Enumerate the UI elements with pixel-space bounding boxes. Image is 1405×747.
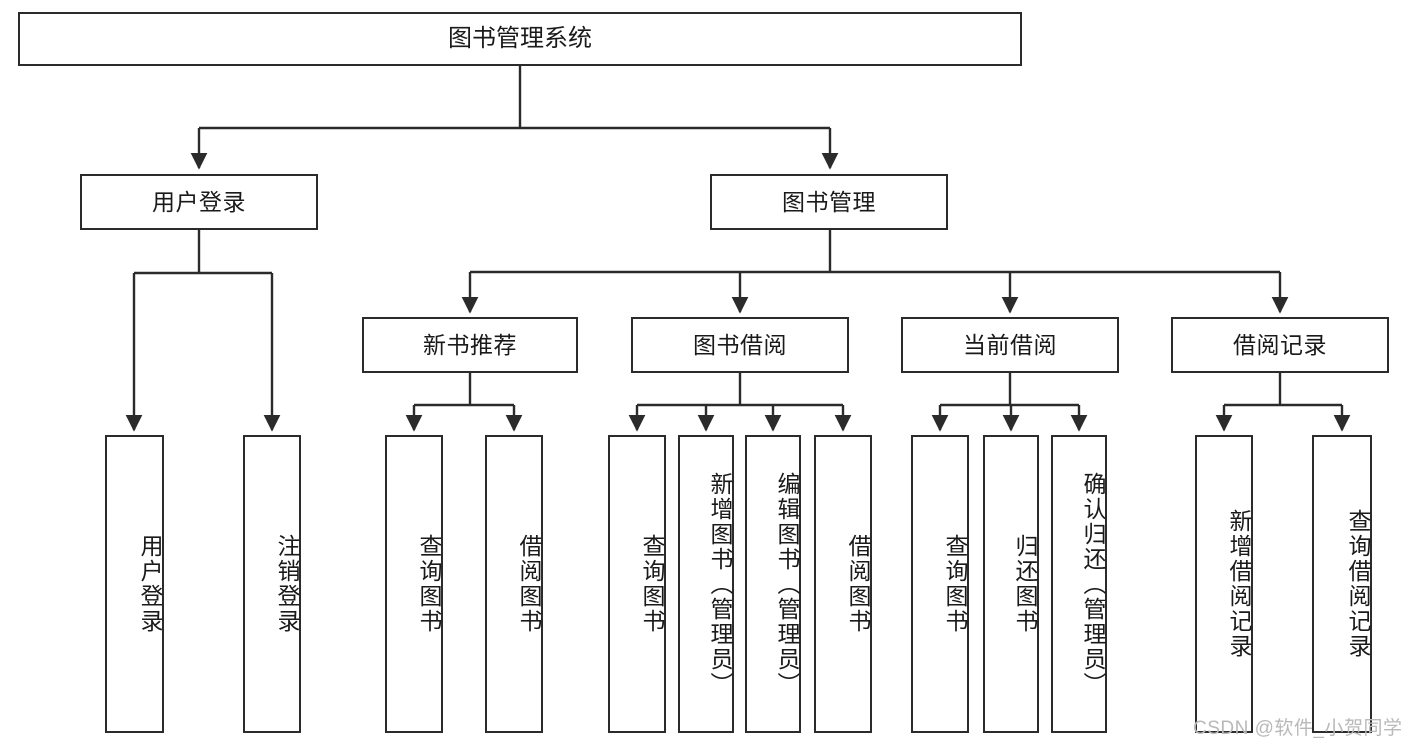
node-current-borrow-label: 当前借阅 <box>963 331 1057 358</box>
node-leaf-return-book[interactable]: 归还图书 <box>983 435 1039 733</box>
node-root[interactable]: 图书管理系统 <box>18 12 1022 66</box>
node-leaf-edit-book[interactable]: 编辑图书（管理员） <box>745 435 801 733</box>
node-book-manage-label: 图书管理 <box>782 188 876 215</box>
node-leaf-user-login[interactable]: 用户登录 <box>105 435 164 733</box>
node-leaf-query-book-2-label: 查询图书 <box>639 534 665 634</box>
node-leaf-borrow-book-2[interactable]: 借阅图书 <box>814 435 872 733</box>
node-leaf-query-book-3[interactable]: 查询图书 <box>911 435 969 733</box>
node-book-borrow-label: 图书借阅 <box>693 331 787 358</box>
node-leaf-add-record[interactable]: 新增借阅记录 <box>1195 435 1253 733</box>
node-borrow-record-label: 借阅记录 <box>1233 331 1327 358</box>
node-leaf-return-book-label: 归还图书 <box>1012 534 1038 634</box>
node-leaf-query-book-1-label: 查询图书 <box>416 534 442 634</box>
node-leaf-query-book-2[interactable]: 查询图书 <box>608 435 666 733</box>
node-leaf-logout-label: 注销登录 <box>274 534 300 634</box>
node-current-borrow[interactable]: 当前借阅 <box>901 317 1119 373</box>
node-leaf-logout[interactable]: 注销登录 <box>243 435 301 733</box>
node-leaf-user-login-label: 用户登录 <box>137 534 163 634</box>
node-leaf-add-record-label: 新增借阅记录 <box>1226 509 1252 659</box>
node-user-login-label: 用户登录 <box>152 188 246 215</box>
node-leaf-borrow-book-1[interactable]: 借阅图书 <box>485 435 543 733</box>
node-leaf-add-book-label: 新增图书（管理员） <box>707 471 733 697</box>
node-leaf-confirm-return-label: 确认归还（管理员） <box>1080 471 1106 697</box>
watermark-text: CSDN @软件_小贺同学 <box>1193 718 1403 739</box>
node-leaf-confirm-return[interactable]: 确认归还（管理员） <box>1051 435 1107 733</box>
node-root-label: 图书管理系统 <box>448 25 592 53</box>
node-leaf-query-book-1[interactable]: 查询图书 <box>385 435 443 733</box>
node-book-borrow[interactable]: 图书借阅 <box>631 317 849 373</box>
node-leaf-query-book-3-label: 查询图书 <box>942 534 968 634</box>
node-new-book-rec-label: 新书推荐 <box>423 331 517 358</box>
node-borrow-record[interactable]: 借阅记录 <box>1171 317 1389 373</box>
node-leaf-edit-book-label: 编辑图书（管理员） <box>774 471 800 697</box>
node-user-login[interactable]: 用户登录 <box>80 174 318 230</box>
node-leaf-borrow-book-1-label: 借阅图书 <box>516 534 542 634</box>
node-leaf-borrow-book-2-label: 借阅图书 <box>845 534 871 634</box>
node-leaf-add-book[interactable]: 新增图书（管理员） <box>678 435 734 733</box>
node-book-manage[interactable]: 图书管理 <box>710 174 948 230</box>
node-leaf-query-record[interactable]: 查询借阅记录 <box>1312 435 1372 733</box>
node-new-book-rec[interactable]: 新书推荐 <box>362 317 578 373</box>
node-leaf-query-record-label: 查询借阅记录 <box>1345 509 1371 659</box>
